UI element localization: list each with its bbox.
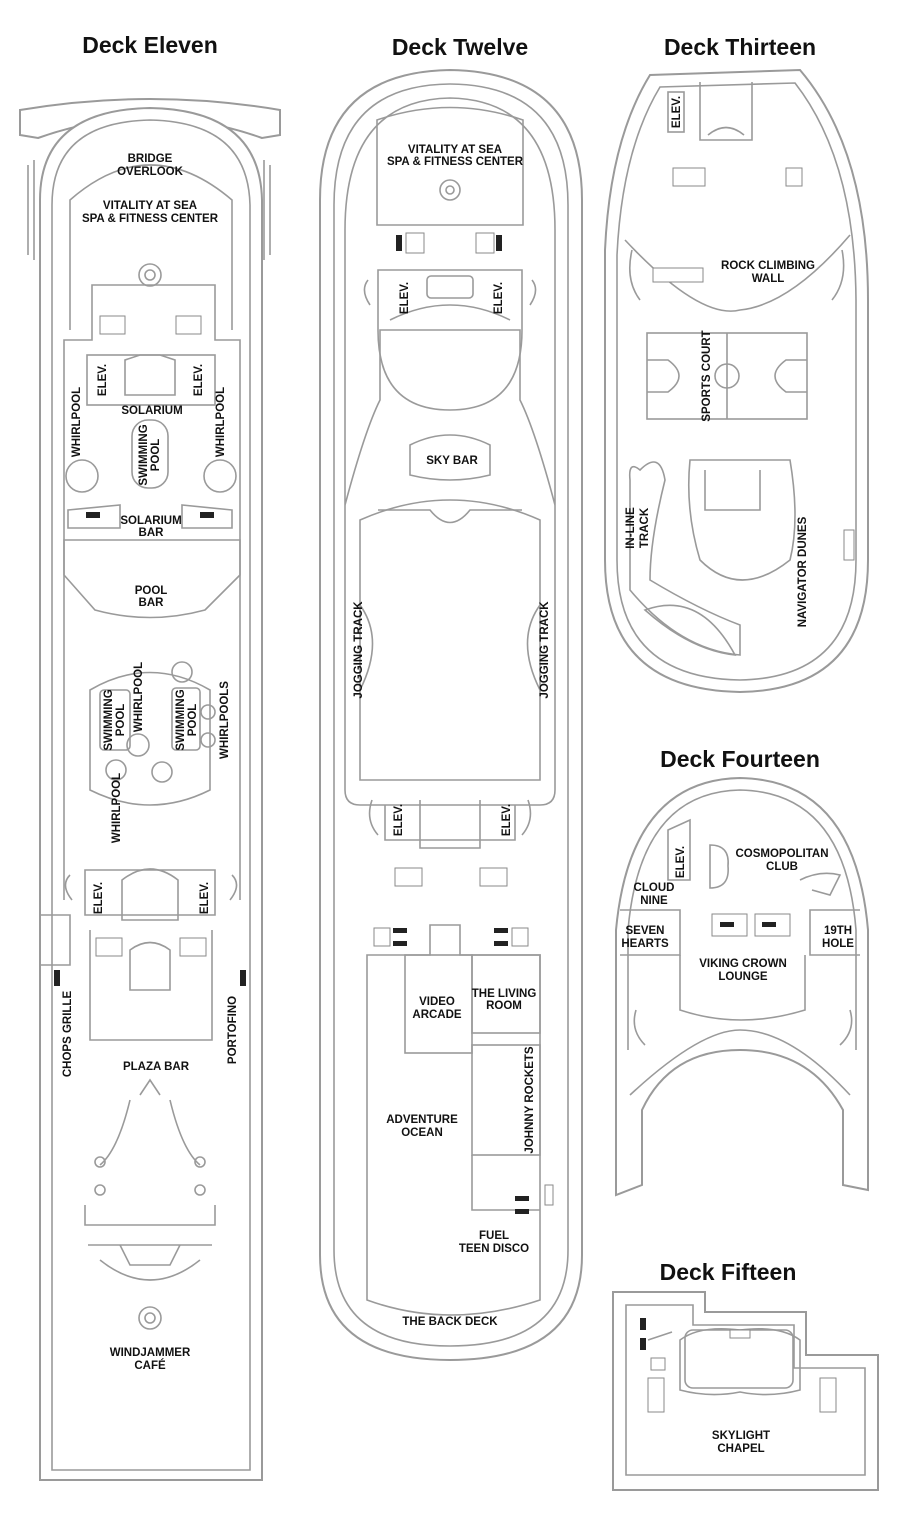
plaza-bar-label: PLAZA BAR [123,1061,190,1073]
elev-label-6: ELEV. [493,282,505,314]
vitality-label-3: VITALITY AT SEA [408,144,502,156]
cloud-nine-label-2: NINE [640,895,668,907]
jogging-track-label-1: JOGGING TRACK [353,601,365,699]
deck-fourteen-title: Deck Fourteen [660,746,820,772]
pool-bar-label-2: BAR [139,597,165,609]
video-arcade-label-2: ARCADE [412,1009,462,1021]
vitality-label-4: SPA & FITNESS CENTER [387,156,524,168]
living-room-label-2: ROOM [486,1000,522,1012]
swimming-pool-label-4: POOL [115,704,127,737]
deck-thirteen-hull [604,68,869,694]
living-room-label-1: THE LIVING [472,988,537,1000]
vitality-label-1: VITALITY AT SEA [103,200,197,212]
elev-label-10: ELEV. [675,846,687,878]
viking-crown-label-1: VIKING CROWN [699,958,787,970]
elev-label-9: ELEV. [671,96,683,128]
sky-bar-label: SKY BAR [426,455,478,467]
solarium-label: SOLARIUM [121,405,182,417]
rock-climbing-label-2: WALL [752,273,785,285]
portofino-label: PORTOFINO [227,996,239,1064]
swimming-pool-label-5: SWIMMING [175,689,187,750]
solarium-bar-label-1: SOLARIUM [120,515,181,527]
swimming-pool-label-6: POOL [187,704,199,737]
elev-label-1: ELEV. [97,364,109,396]
deck-twelve-plan: VITALITY AT SEA SPA & FITNESS CENTER ELE… [319,68,583,1362]
vitality-label-2: SPA & FITNESS CENTER [82,213,219,225]
deck-eleven-hull [39,106,263,1481]
elev-label-3: ELEV. [93,882,105,914]
inline-track-label-2: TRACK [639,507,651,548]
whirlpool-label-2: WHIRLPOOL [215,387,227,457]
chops-grille-label: CHOPS GRILLE [62,991,74,1078]
nineteenth-hole-label-1: 19TH [824,925,852,937]
nineteenth-hole-label-2: HOLE [822,938,854,950]
seven-hearts-label-2: HEARTS [621,938,669,950]
whirlpools-label: WHIRLPOOLS [219,681,231,759]
navigator-dunes-label: NAVIGATOR DUNES [797,516,809,627]
johnny-rockets-label: JOHNNY ROCKETS [524,1046,536,1153]
cosmopolitan-label-1: COSMOPOLITAN [735,848,828,860]
deck-thirteen-plan: ELEV. ROCK CLIMBING WALL SPORTS COURT IN… [604,68,869,694]
swimming-pool-label-2: POOL [150,439,162,472]
viking-crown-label-2: LOUNGE [718,971,768,983]
rock-climbing-label-1: ROCK CLIMBING [721,260,815,272]
skylight-chapel-label-1: SKYLIGHT [712,1430,770,1442]
adventure-ocean-label-2: OCEAN [401,1127,443,1139]
cloud-nine-label-1: CLOUD [634,882,675,894]
jogging-track-label-2: JOGGING TRACK [539,601,551,699]
cosmopolitan-label-2: CLUB [766,861,798,873]
back-deck-label: THE BACK DECK [402,1316,498,1328]
video-arcade-label-1: VIDEO [419,996,455,1008]
whirlpool-label-4: WHIRLPOOL [111,773,123,843]
deck-eleven-title: Deck Eleven [82,32,218,58]
deck-thirteen-title: Deck Thirteen [664,34,816,60]
whirlpool-label-3: WHIRLPOOL [133,662,145,732]
swimming-pool-label-1: SWIMMING [138,424,150,485]
deck-twelve-title: Deck Twelve [392,34,528,60]
pool-bar-label-1: POOL [135,585,168,597]
elev-label-8: ELEV. [501,804,513,836]
fuel-label-1: FUEL [479,1230,509,1242]
sports-court-label: SPORTS COURT [701,330,713,421]
deck-fifteen-plan: SKYLIGHT CHAPEL [612,1291,879,1491]
deck-fourteen-plan: ELEV. COSMOPOLITAN CLUB CLOUD NINE SEVEN… [615,776,869,1197]
bridge-overlook-label-2: OVERLOOK [117,166,184,178]
deck-twelve-hull [319,68,583,1362]
windjammer-label-1: WINDJAMMER [110,1347,191,1359]
skylight-chapel-label-2: CHAPEL [717,1443,764,1455]
bridge-overlook-label-1: BRIDGE [128,153,173,165]
deck-eleven-plan: BRIDGE OVERLOOK VITALITY AT SEA SPA & FI… [19,98,281,1481]
elev-label-7: ELEV. [393,804,405,836]
elev-label-5: ELEV. [399,282,411,314]
elev-label-2: ELEV. [193,364,205,396]
swimming-pool-label-3: SWIMMING [103,689,115,750]
seven-hearts-label-1: SEVEN [626,925,665,937]
fuel-label-2: TEEN DISCO [459,1243,529,1255]
elev-label-4: ELEV. [199,882,211,914]
solarium-bar-label-2: BAR [139,527,165,539]
adventure-ocean-label-1: ADVENTURE [386,1114,458,1126]
deck-fourteen-hull [615,776,869,1197]
deck-fifteen-title: Deck Fifteen [660,1259,797,1285]
whirlpool-label-1: WHIRLPOOL [71,387,83,457]
inline-track-label-1: IN-LINE [625,507,637,549]
windjammer-label-2: CAFÉ [134,1359,166,1372]
